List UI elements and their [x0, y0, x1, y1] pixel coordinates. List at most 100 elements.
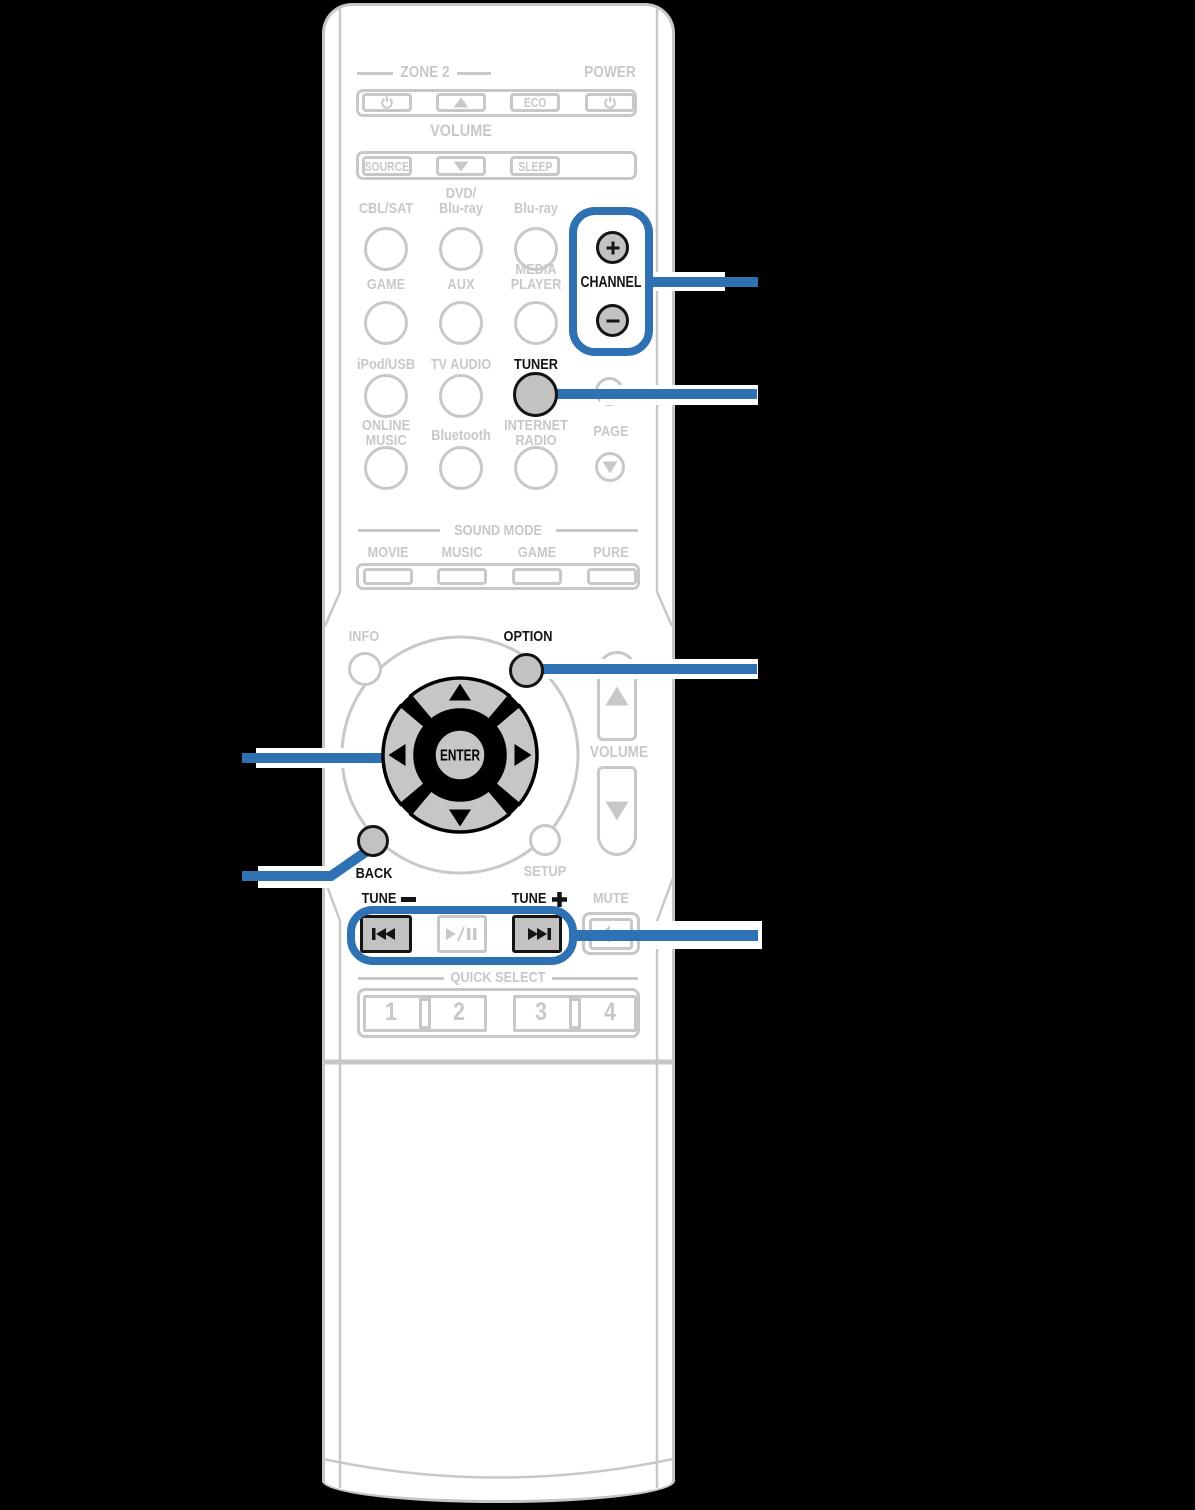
cursor-pad: ENTER — [381, 676, 539, 834]
triangle-right-icon — [514, 744, 532, 766]
quick-select-2[interactable]: 2 — [453, 998, 465, 1026]
back-button[interactable] — [357, 825, 389, 857]
game-mode-button[interactable] — [512, 568, 562, 585]
power-standby-icon — [381, 96, 393, 109]
tuner-callout-line — [552, 389, 757, 399]
game-label: GAME — [366, 276, 406, 293]
triangle-down-icon — [602, 461, 618, 473]
power-label: POWER — [584, 64, 636, 81]
cbl-sat-button[interactable] — [364, 227, 408, 271]
movie-button[interactable] — [363, 568, 413, 585]
quick-select-dash-left — [358, 977, 444, 980]
sleep-button[interactable]: SLEEP — [510, 156, 560, 176]
zone2-power-button[interactable] — [362, 93, 412, 112]
triangle-up-icon — [449, 683, 471, 701]
volume-top-label: VOLUME — [430, 121, 492, 140]
option-callout-line — [537, 664, 757, 674]
volume-down-zone-button[interactable] — [436, 156, 486, 176]
source-button[interactable]: SOURCE — [362, 156, 412, 176]
tuner-button[interactable] — [513, 372, 558, 417]
page-down-button[interactable] — [595, 452, 625, 482]
bluetooth-label: Bluetooth — [431, 427, 491, 444]
eco-button[interactable]: ECO — [510, 93, 560, 112]
media-player-button[interactable] — [514, 301, 558, 345]
quick-select-dash-right — [552, 977, 638, 980]
quick-select-4[interactable]: 4 — [604, 998, 616, 1026]
play-pause-icon — [446, 926, 477, 942]
triangle-down-icon — [449, 809, 471, 827]
power-standby-icon — [604, 96, 616, 109]
sound-mode-dash-right — [556, 529, 638, 532]
enter-button[interactable] — [432, 727, 488, 783]
ipod-usb-label: iPod/USB — [356, 356, 416, 373]
page-label: PAGE — [593, 423, 629, 440]
game-button[interactable] — [364, 301, 408, 345]
bluetooth-button[interactable] — [439, 446, 483, 490]
tune-highlight-box — [347, 906, 577, 965]
quick-select-3[interactable]: 3 — [535, 998, 547, 1026]
setup-button[interactable] — [529, 824, 561, 856]
music-button[interactable] — [437, 568, 487, 585]
back-label: BACK — [355, 865, 393, 882]
internet-radio-button[interactable] — [514, 446, 558, 490]
game-mode-label: GAME — [517, 544, 557, 561]
option-button[interactable] — [509, 653, 544, 688]
aux-button[interactable] — [439, 301, 483, 345]
setup-label: SETUP — [523, 863, 567, 880]
quick-select-1[interactable]: 1 — [385, 998, 397, 1026]
online-music-button[interactable] — [364, 446, 408, 490]
sound-mode-dash-left — [358, 529, 440, 532]
enter-label: ENTER — [440, 748, 480, 765]
cbl-sat-label: CBL/SAT — [358, 200, 414, 217]
tv-audio-button[interactable] — [439, 374, 483, 418]
plus-icon — [606, 241, 619, 254]
bluray-button[interactable] — [514, 227, 558, 271]
plus-icon — [552, 892, 567, 907]
sleep-label: SLEEP — [517, 158, 553, 174]
triangle-down-icon — [605, 801, 629, 821]
triangle-down-icon — [453, 161, 469, 171]
quick-select-label: QUICK SELECT — [450, 969, 546, 986]
channel-callout-line — [647, 277, 758, 287]
triangle-left-icon — [388, 744, 406, 766]
pure-label: PURE — [593, 544, 629, 561]
sound-mode-label: SOUND MODE — [454, 522, 542, 539]
info-label: INFO — [348, 628, 380, 645]
volume-side-label: VOLUME — [589, 744, 649, 761]
skip-back-icon — [372, 928, 395, 940]
cursor-callout-line — [242, 753, 384, 763]
pure-button[interactable] — [587, 568, 637, 585]
ipod-usb-button[interactable] — [364, 374, 408, 418]
info-button[interactable] — [348, 652, 382, 686]
dvd-bluray-button[interactable] — [439, 227, 483, 271]
tuner-label: TUNER — [514, 356, 558, 373]
zone2-label: ZONE 2 — [400, 64, 450, 81]
power-button[interactable] — [585, 93, 635, 112]
mute-label: MUTE — [592, 890, 630, 907]
zone2-up-button[interactable] — [436, 93, 486, 112]
music-label: MUSIC — [441, 544, 483, 561]
tune-plus-label: TUNE — [511, 890, 547, 907]
zone2-dash-right — [457, 72, 491, 75]
channel-minus-button[interactable] — [596, 304, 629, 337]
aux-label: AUX — [447, 276, 475, 293]
bluray-label: Blu-ray — [514, 200, 558, 217]
skip-forward-icon — [528, 928, 551, 940]
tune-callout-line — [574, 930, 758, 941]
sound-mode-row — [356, 563, 640, 590]
quick-select-divider — [569, 998, 581, 1029]
minus-icon — [606, 319, 619, 322]
triangle-up-icon — [453, 97, 469, 108]
movie-label: MOVIE — [367, 544, 409, 561]
play-pause-button[interactable] — [437, 915, 487, 953]
triangle-up-icon — [605, 686, 629, 706]
volume-down-button[interactable] — [597, 766, 637, 856]
eco-label: ECO — [523, 95, 547, 110]
source-label: SOURCE — [364, 158, 410, 174]
channel-plus-button[interactable] — [596, 231, 629, 264]
